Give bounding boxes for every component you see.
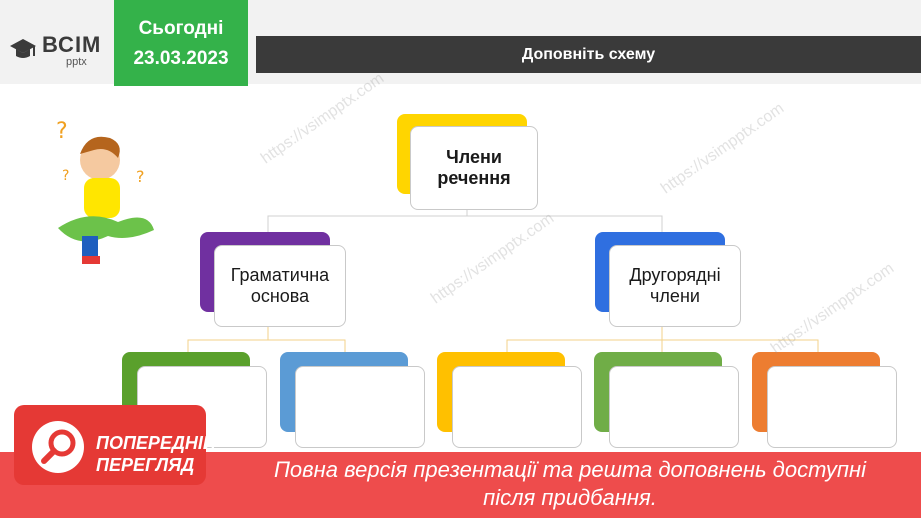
date-value: 23.03.2023 (133, 48, 229, 69)
node-secondary-members: Другорядні члени (595, 232, 745, 330)
logo-text: ВСІМ (42, 32, 102, 57)
slide-title: Доповніть схему (256, 36, 921, 73)
vsim-logo: ВСІМ pptx (8, 30, 108, 76)
preview-badge-line2: ПЕРЕГЛЯД (96, 455, 195, 475)
preview-message: Повна версія презентації та решта доповн… (273, 457, 867, 510)
graduation-cap-icon (10, 39, 36, 58)
empty-box-4-face[interactable] (609, 366, 739, 448)
empty-box-5-face[interactable] (767, 366, 897, 448)
empty-box-2[interactable] (280, 352, 425, 448)
empty-box-3[interactable] (437, 352, 582, 448)
node-left-label: Граматична основа (214, 245, 346, 327)
preview-badge-line1: ПОПЕРЕДНІЙ (96, 433, 216, 453)
svg-text:?: ? (136, 167, 145, 186)
svg-text:?: ? (62, 168, 69, 184)
logo-subtext: pptx (66, 56, 87, 68)
node-right-label: Другорядні члени (609, 245, 741, 327)
empty-box-4[interactable] (594, 352, 739, 448)
date-label: Сьогодні (138, 18, 224, 39)
empty-box-2-face[interactable] (295, 366, 425, 448)
date-box: Сьогодні 23.03.2023 (114, 0, 248, 86)
thinking-boy-illustration: ? ? ? (56, 119, 154, 264)
node-root-label: Члени речення (410, 126, 538, 210)
empty-box-3-face[interactable] (452, 366, 582, 448)
node-sentence-members: Члени речення (397, 114, 543, 212)
magnifier-icon (32, 421, 84, 473)
preview-badge[interactable]: ПОПЕРЕДНІЙ ПЕРЕГЛЯД (14, 405, 216, 485)
node-grammatical-basis: Граматична основа (200, 232, 350, 330)
empty-box-5[interactable] (752, 352, 897, 448)
svg-text:?: ? (56, 119, 68, 144)
